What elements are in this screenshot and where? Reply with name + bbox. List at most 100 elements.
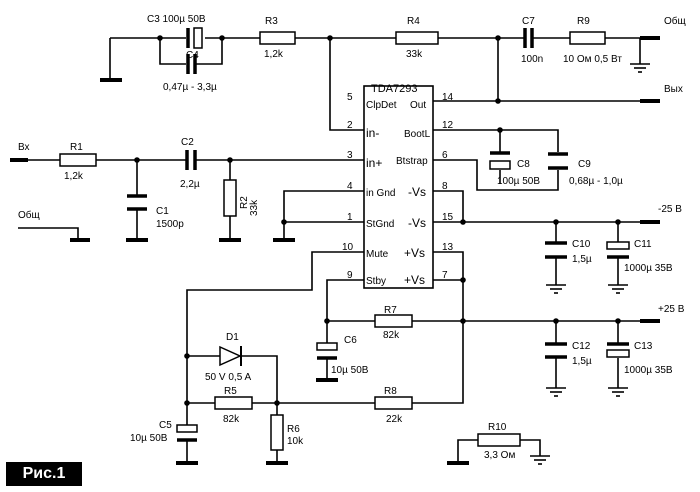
capacitor-c8 — [489, 151, 511, 170]
pin-name: in Gnd — [366, 188, 395, 199]
pin-name: in- — [366, 126, 379, 140]
capacitor-c12 — [545, 342, 567, 359]
ground-icon — [546, 387, 566, 397]
resistor-r8 — [374, 396, 413, 410]
label-r4: R4 — [407, 16, 420, 27]
value-r3: 1,2k — [264, 49, 284, 60]
value-c2: 2,2µ — [180, 179, 200, 190]
capacitor-c9 — [548, 152, 568, 170]
pin-number: 12 — [442, 120, 454, 131]
label-c9: С9 — [578, 159, 591, 170]
resistors — [59, 31, 606, 451]
component-labels: С3 100µ 50В С4 0,47µ - 3,3µ R3 1,2k R4 3… — [64, 14, 673, 461]
ic-name: TDA7293 — [371, 83, 417, 95]
resistor-r9 — [569, 31, 606, 45]
label-r2: R2 — [239, 196, 250, 209]
pin-name: +Vs — [404, 246, 425, 260]
label-r5: R5 — [224, 386, 237, 397]
label-c10: С10 — [572, 239, 591, 250]
pin-number: 8 — [442, 181, 448, 192]
junctions — [134, 35, 621, 406]
ground-icon — [608, 387, 628, 397]
ic-left-pins: 5 ClpDet 2 in- 3 in+ 4 in Gnd 1 StGnd 10… — [342, 92, 397, 287]
pin-name: Btstrap — [396, 156, 428, 167]
ground-icon — [630, 38, 650, 73]
value-c9: 0,68µ - 1,0µ — [569, 176, 623, 187]
net-out: Вых — [664, 84, 683, 95]
capacitor-c5 — [176, 424, 198, 442]
net-pos-supply: +25 В — [658, 304, 685, 315]
pin-name: in+ — [366, 156, 382, 170]
pin-number: 2 — [347, 120, 353, 131]
value-c1: 1500р — [156, 219, 184, 230]
label-c8: С8 — [517, 159, 530, 170]
pin-number: 7 — [442, 270, 448, 281]
label-c13: С13 — [634, 341, 653, 352]
value-c5: 10µ 50В — [130, 433, 168, 444]
label-c7: С7 — [522, 16, 535, 27]
ic-right-pins: 14 Out 12 BootL 6 Btstrap 8 -Vs 15 -Vs 1… — [396, 92, 454, 287]
value-d1: 50 V 0,5 A — [205, 372, 251, 383]
capacitor-c13 — [606, 342, 630, 358]
label-r7: R7 — [384, 305, 397, 316]
net-labels: Вх Общ Общ Вых -25 В +25 В — [18, 15, 686, 315]
value-r2: 33k — [249, 199, 260, 216]
pin-name: StGnd — [366, 219, 394, 230]
pin-number: 9 — [347, 270, 353, 281]
label-c1: С1 — [156, 206, 169, 217]
pin-name: +Vs — [404, 273, 425, 287]
value-r7: 82k — [383, 330, 400, 341]
label-r1: R1 — [70, 142, 83, 153]
label-c11: С11 — [634, 239, 652, 250]
value-c6: 10µ 50В — [331, 365, 369, 376]
terminals — [10, 36, 660, 465]
net-gnd-out: Общ — [664, 15, 686, 27]
capacitors — [127, 27, 630, 442]
pin-name: ClpDet — [366, 100, 397, 111]
resistor-r4 — [395, 31, 439, 45]
value-c11: 1000µ 35В — [624, 263, 673, 274]
pin-number: 5 — [347, 92, 353, 103]
pin-number: 3 — [347, 150, 353, 161]
value-c12: 1,5µ — [572, 356, 592, 367]
pin-name: -Vs — [408, 216, 426, 230]
net-gnd-in: Общ — [18, 209, 40, 221]
capacitor-c6 — [316, 342, 338, 360]
value-r5: 82k — [223, 414, 240, 425]
ic-body — [363, 85, 434, 289]
net-neg-supply: -25 В — [658, 204, 682, 215]
figure-label: Рис.1 — [6, 462, 82, 486]
capacitor-c1 — [127, 194, 147, 211]
capacitor-c10 — [545, 241, 567, 259]
pin-name: Mute — [366, 249, 389, 260]
pin-name: -Vs — [408, 185, 426, 199]
label-r10: R10 — [488, 422, 507, 433]
resistor-r1 — [59, 153, 97, 167]
pin-name: Stby — [366, 276, 386, 287]
label-c3: С3 100µ 50В — [147, 14, 206, 25]
capacitor-c3 — [186, 27, 203, 49]
value-r1: 1,2k — [64, 171, 84, 182]
value-c7: 100n — [521, 54, 543, 65]
label-r2-group: R2 — [239, 196, 250, 209]
pin-number: 14 — [442, 92, 454, 103]
capacitor-c11 — [606, 241, 630, 259]
label-r8: R8 — [384, 386, 397, 397]
value-c8: 100µ 50В — [497, 176, 540, 187]
label-c2: С2 — [181, 137, 194, 148]
value-c10: 1,5µ — [572, 254, 592, 265]
value-r9: 10 Ом 0,5 Вт — [563, 54, 622, 65]
wires — [18, 37, 640, 463]
capacitor-c2 — [185, 150, 197, 170]
label-c5: С5 — [159, 420, 172, 431]
value-r2-group: 33k — [249, 199, 260, 216]
resistor-r6 — [270, 414, 284, 451]
pin-number: 6 — [442, 150, 448, 161]
value-r10: 3,3 Ом — [484, 450, 515, 461]
resistor-r3 — [259, 31, 296, 45]
ground-symbols — [530, 38, 650, 465]
label-c4: С4 — [186, 50, 199, 61]
capacitor-c4 — [186, 54, 197, 74]
